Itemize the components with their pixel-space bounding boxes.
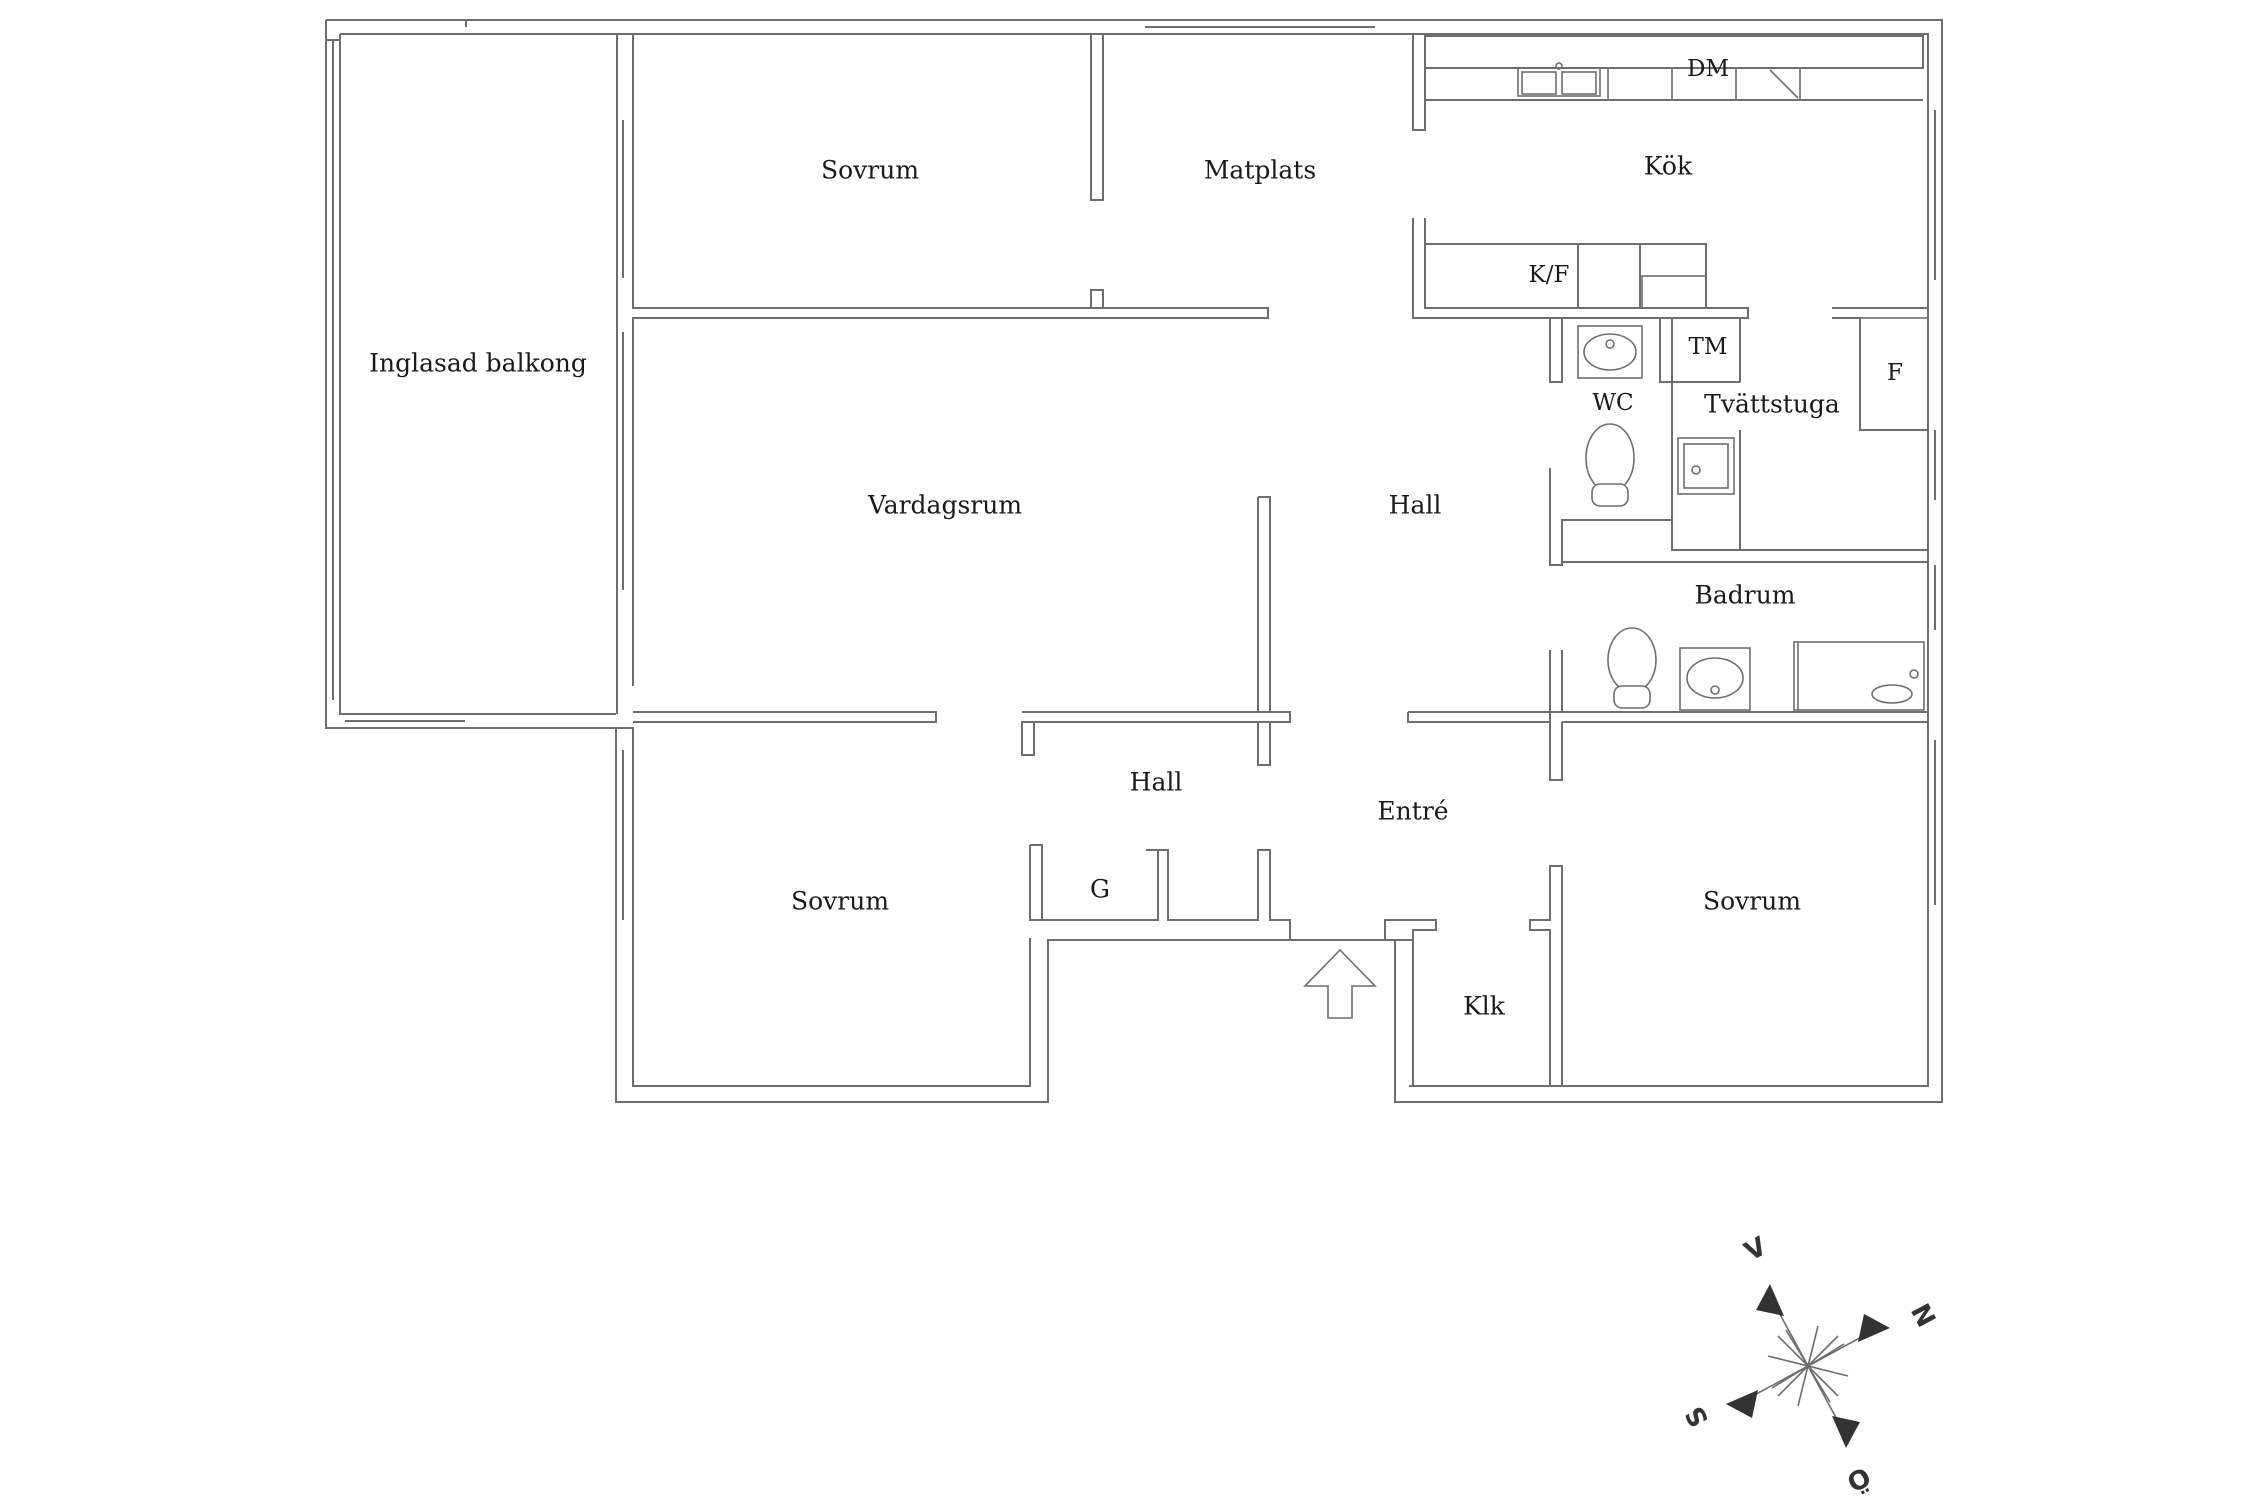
room-label-laundry: Tvättstuga: [1704, 390, 1840, 419]
bath-toilet: [1607, 627, 1657, 709]
room-label-hall-lower: Hall: [1130, 768, 1183, 797]
room-labels: Inglasad balkong Sovrum Matplats Kök Var…: [369, 152, 1840, 1021]
room-label-entrance: Entré: [1377, 797, 1448, 826]
compass-east: Ö: [1841, 1460, 1876, 1500]
compass-west: V: [1740, 1232, 1772, 1268]
stove: [1735, 67, 1801, 101]
fixture-label-dishwasher: DM: [1687, 56, 1729, 82]
fixture-label-dryer: TM: [1689, 334, 1728, 360]
room-label-bathroom: Badrum: [1694, 581, 1795, 610]
room-label-closet-g: G: [1090, 875, 1110, 904]
interior-walls: [616, 34, 1928, 1087]
bath-sink: [1679, 647, 1751, 711]
fixture-label-freezer: F: [1887, 360, 1903, 386]
shower: [1793, 641, 1925, 711]
room-label-balcony: Inglasad balkong: [369, 349, 587, 378]
oven: [1641, 275, 1707, 309]
room-label-living: Vardagsrum: [867, 491, 1022, 520]
room-label-hall-main: Hall: [1389, 491, 1442, 520]
compass-north: N: [1904, 1299, 1941, 1332]
fixture-labels: DM K/F TM F: [1529, 56, 1903, 386]
entrance-arrow-icon: [1303, 948, 1377, 1019]
outer-walls: [325, 19, 1943, 1103]
fixture-label-fridge-freezer: K/F: [1529, 262, 1570, 288]
laundry-sink: [1677, 437, 1735, 495]
compass-rose: V N S Ö: [1680, 1232, 1941, 1500]
room-label-dining: Matplats: [1204, 156, 1316, 185]
dryer-unit: [1671, 317, 1741, 383]
freezer-unit: [1859, 317, 1929, 431]
room-label-bedroom-right: Sovrum: [1703, 887, 1801, 916]
kitchen-sink: [1517, 62, 1601, 97]
room-label-bedroom-left: Sovrum: [791, 887, 889, 916]
wc-toilet: [1585, 423, 1635, 507]
room-label-bedroom-top: Sovrum: [821, 156, 919, 185]
room-label-wc: WC: [1592, 390, 1633, 416]
wc-sink: [1577, 325, 1643, 379]
compass-needles-icon: [1726, 1284, 1890, 1448]
compass-south: S: [1680, 1401, 1715, 1432]
room-label-kitchen: Kök: [1644, 152, 1693, 181]
room-label-closet-klk: Klk: [1463, 992, 1506, 1021]
